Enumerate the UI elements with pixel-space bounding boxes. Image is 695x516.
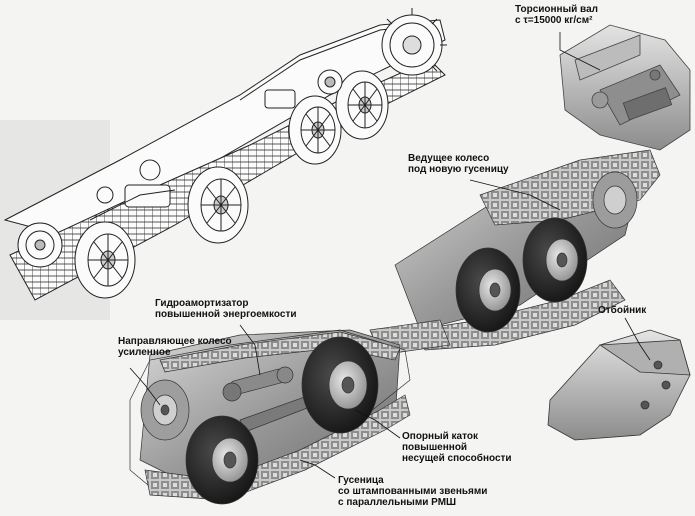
main-road-wheel-2	[301, 336, 379, 434]
line-idler-wheel	[17, 222, 63, 268]
render-road-wheel-2	[522, 217, 588, 303]
line-wheel-upper-1	[288, 95, 342, 165]
label-idler-wheel-line-1: Направляющее колесо	[118, 336, 232, 347]
line-art-suspension	[3, 8, 447, 301]
label-drive-wheel: Ведущее колесо под новую гусеницу	[408, 153, 509, 175]
torsion-shaft-render	[559, 24, 691, 151]
line-arms-mechanism	[89, 159, 176, 221]
main-suspension-render	[129, 329, 411, 505]
line-sprocket	[381, 8, 447, 76]
main-shock-absorber	[222, 366, 294, 402]
label-bump-stop-line-1: Отбойник	[598, 305, 647, 316]
label-bump-stop: Отбойник	[598, 305, 646, 316]
label-idler-wheel: Направляющее колесо усиленное	[118, 336, 232, 358]
line-wheel-upper-2	[335, 70, 389, 140]
label-shock-absorber-line-1: Гидроамортизатор	[155, 298, 249, 309]
label-track-line-3: с параллельными РМШ	[338, 497, 457, 508]
leader-shock-absorber	[239, 324, 261, 376]
leader-idler	[129, 367, 161, 406]
render-drive-sprocket	[592, 171, 638, 229]
main-idler-wheel	[140, 379, 190, 441]
leader-torsion-shaft	[559, 32, 601, 71]
label-idler-wheel-line-2: усиленное	[118, 347, 171, 358]
bump-stop-render	[547, 329, 691, 441]
label-road-wheel-line-3: несущей способности	[402, 453, 512, 464]
label-road-wheel: Опорный каток повышенной несущей способн…	[402, 431, 512, 464]
leader-drive-wheel	[469, 179, 561, 211]
label-torsion-shaft-line-2: с τ=15000 кг/см²	[515, 15, 593, 26]
leader-track	[299, 459, 336, 479]
leader-lines	[129, 32, 651, 479]
label-road-wheel-line-1: Опорный каток	[402, 431, 478, 442]
label-torsion-shaft: Торсионный вал с τ=15000 кг/см²	[515, 4, 598, 26]
main-road-wheel-1	[185, 415, 259, 505]
label-drive-wheel-line-1: Ведущее колесо	[408, 153, 490, 164]
label-drive-wheel-line-2: под новую гусеницу	[408, 164, 509, 175]
leader-road-wheel	[354, 409, 401, 439]
label-track-line-2: со штампованными звеньями	[338, 486, 488, 497]
drive-module-render	[369, 149, 661, 356]
label-track: Гусеница со штампованными звеньями с пар…	[338, 475, 487, 508]
render-road-wheel-1	[455, 247, 521, 333]
leader-bump-stop	[624, 317, 651, 361]
line-hub-mechanism-upper	[264, 69, 343, 109]
line-wheel-lower-1	[74, 221, 136, 299]
label-shock-absorber: Гидроамортизатор повышенной энергоемкост…	[155, 298, 297, 320]
label-road-wheel-line-2: повышенной	[402, 442, 468, 453]
line-wheel-lower-2	[187, 166, 249, 244]
label-torsion-shaft-line-1: Торсионный вал	[515, 4, 598, 15]
label-shock-absorber-line-2: повышенной энергоемкости	[155, 309, 297, 320]
label-track-line-1: Гусеница	[338, 475, 384, 486]
